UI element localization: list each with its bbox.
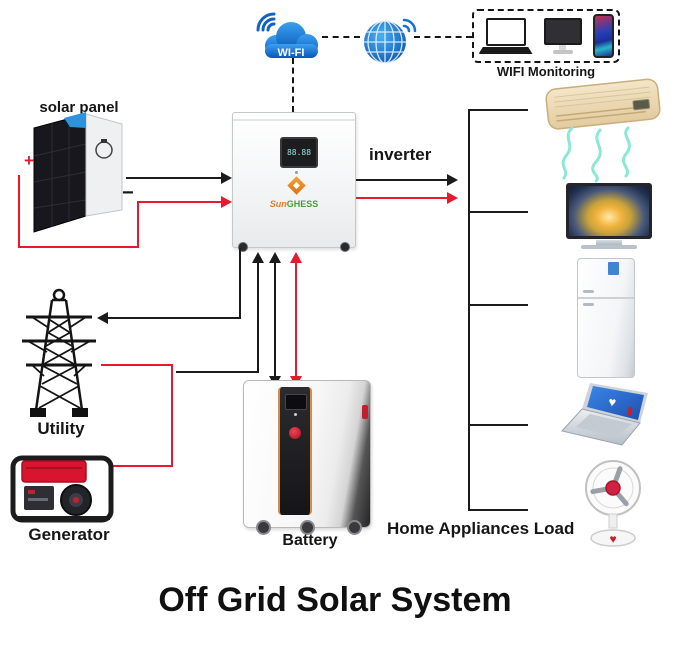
bus-branch-ac — [468, 109, 528, 111]
air-flow-icon — [561, 126, 631, 183]
wire-generator-red-h1 — [101, 364, 173, 366]
arrowhead-out-black — [447, 174, 458, 186]
wire-solar-red-h2 — [137, 201, 224, 203]
page-title: Off Grid Solar System — [158, 581, 512, 619]
arrowhead-battery-red-up — [290, 252, 302, 263]
dashed-link-globe-monitoring — [414, 36, 472, 38]
brand-text: SunGHESS — [269, 199, 319, 209]
wifi-monitoring-label: WIFI Monitoring — [496, 64, 596, 79]
inverter-wheel — [340, 242, 350, 252]
arrowhead-to-utility — [97, 312, 108, 324]
battery-side-badge — [362, 405, 368, 419]
inverter-wheel — [238, 242, 248, 252]
globe-signal-arcs — [402, 18, 417, 33]
wifi-cloud-label: WI-FI — [278, 47, 305, 59]
inverter-label: inverter — [369, 145, 432, 164]
desktop-monitor-icon — [543, 18, 582, 54]
battery-wheel — [347, 520, 362, 535]
bus-branch-laptop — [468, 424, 528, 426]
wire-generator-red-v — [171, 364, 173, 467]
polarity-minus: − — [122, 182, 134, 204]
bus-branch-fridge — [468, 304, 528, 306]
refrigerator-icon — [577, 258, 635, 378]
wire-acin-h — [176, 371, 259, 373]
air-conditioner-icon — [545, 78, 661, 130]
solar-panel-icon — [33, 112, 123, 233]
wire-solar-red-v1 — [18, 175, 20, 248]
battery-wheel — [256, 520, 271, 535]
arrowhead-out-red — [447, 192, 458, 204]
generator-label: Generator — [28, 525, 110, 544]
inverter-screen: 88.88 — [280, 137, 318, 168]
panel-sticker — [64, 112, 86, 128]
wire-battery-black — [274, 262, 276, 378]
internet-globe-icon — [364, 18, 417, 64]
arrowhead-battery-black-up — [269, 252, 281, 263]
inverter-button — [295, 171, 298, 174]
inverter-screen-value: 88.88 — [286, 148, 312, 157]
wire-inverter-out-black — [356, 179, 449, 181]
laptop-heart: ♥ — [608, 394, 618, 410]
television-icon — [566, 183, 652, 249]
wire-battery-red — [295, 262, 297, 378]
brand-diamond-icon — [287, 176, 306, 195]
wire-acin-v — [257, 262, 259, 372]
smartphone-icon — [592, 14, 614, 58]
arrowhead-solar-red — [221, 196, 232, 208]
wifi-cloud-icon: WI-FI — [256, 12, 318, 59]
table-fan-icon: ♥ — [585, 460, 641, 547]
wifi-signal-arcs — [256, 12, 276, 32]
solar-panel-label: solar panel — [39, 99, 119, 116]
fan-heart: ♥ — [609, 532, 616, 546]
wire-generator-red-h2 — [110, 465, 173, 467]
wifi-monitoring-box — [472, 9, 620, 63]
bus-branch-fan — [468, 509, 528, 511]
battery-wheel — [300, 520, 315, 535]
dashed-link-cloud-inverter — [292, 58, 294, 112]
battery-unit — [243, 380, 371, 535]
laptop-icon: ♥ — [561, 383, 648, 446]
battery-screen — [285, 394, 307, 410]
appliance-bus — [468, 109, 470, 511]
dashed-link-cloud-globe — [322, 36, 360, 38]
inverter-unit: 88.88 SunGHESS — [232, 112, 356, 252]
arrowhead-solar-black — [221, 172, 232, 184]
laptop-icon — [478, 18, 533, 54]
utility-tower-icon — [22, 288, 96, 417]
home-appliances-label: Home Appliances Load — [387, 519, 575, 538]
wire-inverter-out-red — [356, 197, 449, 199]
wire-inverter-utility-h — [108, 317, 241, 319]
wire-solar-red-h1 — [18, 246, 139, 248]
polarity-plus: + — [24, 151, 34, 170]
bus-branch-tv — [468, 211, 528, 213]
battery-brand-logo — [289, 427, 301, 439]
wire-solar-red-v2 — [137, 201, 139, 248]
wire-inverter-utility-v — [239, 248, 241, 318]
generator-icon — [10, 455, 114, 523]
wire-solar-black — [126, 177, 224, 179]
utility-label: Utility — [37, 419, 85, 438]
battery-label: Battery — [282, 532, 338, 549]
battery-front-strip — [278, 387, 312, 515]
arrowhead-acin-up — [252, 252, 264, 263]
